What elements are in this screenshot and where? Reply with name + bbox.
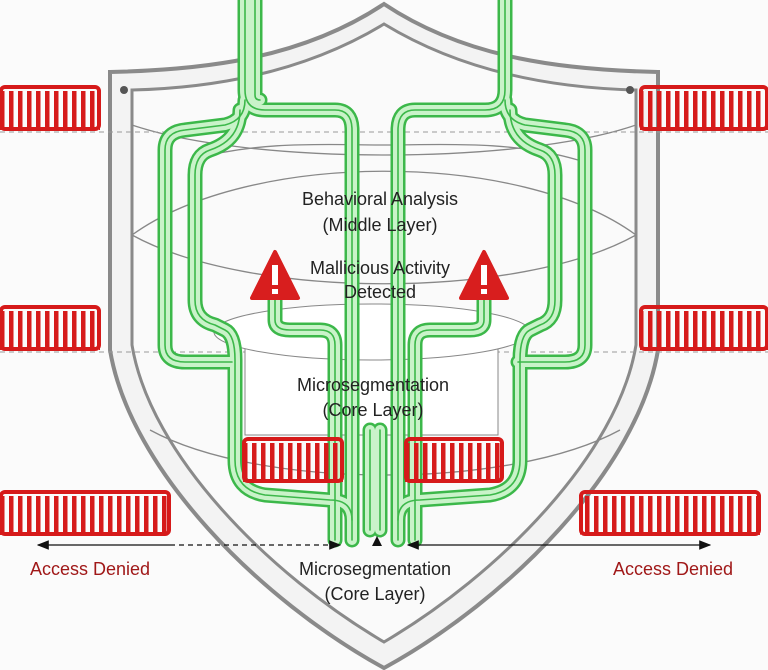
middle-layer-subtitle: (Middle Layer) xyxy=(322,215,438,235)
network-pipes xyxy=(157,0,593,548)
warning-icon xyxy=(250,250,300,300)
barrier xyxy=(639,85,768,131)
access-denied-left: Access Denied xyxy=(29,559,151,579)
barrier xyxy=(0,305,101,351)
node-marker-icon xyxy=(372,536,382,546)
access-denied-right: Access Denied xyxy=(612,559,734,579)
barrier xyxy=(242,437,344,483)
middle-layer-title: Behavioral Analysis xyxy=(301,189,459,209)
core-layer-subtitle: (Core Layer) xyxy=(322,400,424,420)
barrier xyxy=(404,437,504,483)
alert-subtitle: Detected xyxy=(343,282,417,302)
pipe xyxy=(397,0,506,541)
barrier xyxy=(0,85,101,131)
pipe xyxy=(164,99,246,363)
core-layer-title: Microsegmentation xyxy=(296,375,450,395)
barrier xyxy=(579,490,761,536)
barrier xyxy=(639,305,768,351)
warning-icon xyxy=(459,250,509,300)
barrier xyxy=(0,490,171,536)
bottom-subtitle: (Core Layer) xyxy=(324,584,426,604)
rivet-icon xyxy=(120,86,128,94)
pipe xyxy=(504,99,586,363)
alert-title: Mallicious Activity xyxy=(309,258,451,278)
pipe xyxy=(244,0,353,541)
pipe xyxy=(414,299,485,541)
bottom-title: Microsegmentation xyxy=(298,559,452,579)
pipe xyxy=(254,0,261,101)
pipe xyxy=(397,109,556,521)
rivet-icon xyxy=(626,86,634,94)
barriers xyxy=(0,85,768,536)
pipe xyxy=(274,299,336,541)
pipe xyxy=(194,109,353,521)
